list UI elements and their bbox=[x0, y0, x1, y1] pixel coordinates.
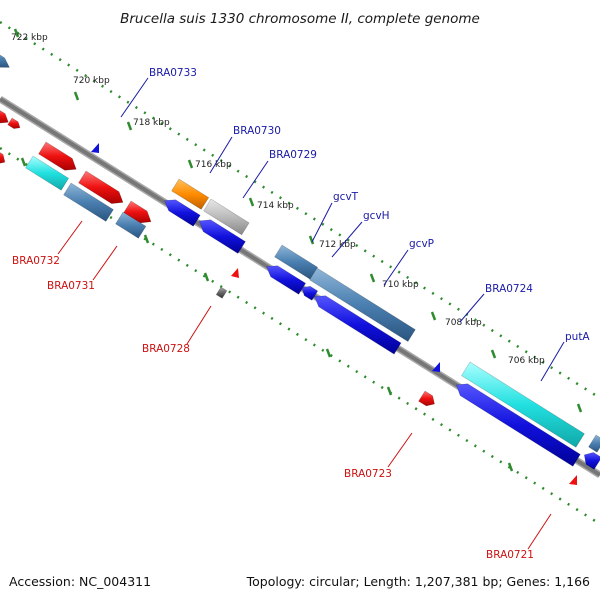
plus-strand-labels bbox=[120, 77, 565, 382]
gene-bar[interactable] bbox=[588, 434, 600, 453]
gene-features bbox=[0, 50, 600, 485]
gene-bar[interactable] bbox=[38, 141, 77, 171]
gene-bar[interactable] bbox=[123, 200, 152, 224]
gene-label-BRA0723[interactable]: BRA0723 bbox=[344, 468, 392, 480]
kbp-label: 708 kbp bbox=[445, 318, 482, 328]
gene-bar[interactable] bbox=[198, 219, 246, 254]
gene-bar[interactable] bbox=[115, 211, 147, 239]
accession-text: Accession: NC_004311 bbox=[9, 574, 151, 589]
gene-bar[interactable] bbox=[7, 117, 21, 129]
gene-bar[interactable] bbox=[25, 155, 70, 191]
strand-marker bbox=[91, 143, 99, 153]
gene-bar[interactable] bbox=[215, 286, 228, 299]
gene-bar[interactable] bbox=[164, 199, 201, 227]
gene-bar[interactable] bbox=[455, 383, 581, 467]
major-ticks-inner bbox=[20, 157, 514, 472]
strand-marker bbox=[569, 475, 577, 485]
gene-label-gcvP[interactable]: gcvP bbox=[409, 238, 434, 250]
gene-label-gcvH[interactable]: gcvH bbox=[363, 210, 390, 222]
gene-label-gcvT[interactable]: gcvT bbox=[333, 191, 359, 203]
gene-bar[interactable] bbox=[309, 267, 416, 342]
gene-bar[interactable] bbox=[266, 265, 307, 295]
gene-bar[interactable] bbox=[314, 295, 402, 355]
gene-bar[interactable] bbox=[0, 150, 6, 164]
gene-bar[interactable] bbox=[0, 50, 10, 68]
kbp-label: 706 kbp bbox=[508, 356, 545, 366]
tick-track-outer bbox=[0, 20, 600, 400]
tick-track-inner bbox=[0, 146, 600, 526]
gene-label-BRA0733[interactable]: BRA0733 bbox=[149, 67, 197, 79]
kbp-label: 718 kbp bbox=[133, 118, 170, 128]
gene-bar[interactable] bbox=[301, 285, 319, 301]
major-ticks bbox=[13, 28, 583, 413]
gene-label-BRA0730[interactable]: BRA0730 bbox=[233, 125, 281, 137]
gene-label-putA[interactable]: putA bbox=[565, 331, 590, 343]
gene-bar[interactable] bbox=[461, 361, 585, 448]
gene-bar[interactable] bbox=[418, 390, 435, 407]
gene-bar[interactable] bbox=[78, 170, 124, 204]
kbp-label: 714 kbp bbox=[257, 201, 294, 211]
minus-strand-labels bbox=[57, 220, 552, 550]
kbp-label: 720 kbp bbox=[73, 76, 110, 86]
kbp-label: 712 kbp bbox=[319, 240, 356, 250]
gene-bar[interactable] bbox=[203, 198, 250, 236]
kbp-label: 710 kbp bbox=[382, 280, 419, 290]
gene-label-BRA0732[interactable]: BRA0732 bbox=[12, 255, 60, 267]
kbp-label: 716 kbp bbox=[195, 160, 232, 170]
gene-label-BRA0721[interactable]: BRA0721 bbox=[486, 549, 534, 561]
gene-bar[interactable] bbox=[0, 108, 9, 124]
strand-marker bbox=[432, 362, 440, 372]
kbp-label: 722 kbp bbox=[11, 33, 48, 43]
strand-marker bbox=[231, 268, 239, 278]
gene-label-BRA0729[interactable]: BRA0729 bbox=[269, 149, 317, 161]
gene-bar[interactable] bbox=[171, 178, 210, 210]
gene-label-BRA0728[interactable]: BRA0728 bbox=[142, 343, 190, 355]
gene-bar[interactable] bbox=[63, 182, 114, 222]
gene-label-BRA0724[interactable]: BRA0724 bbox=[485, 283, 533, 295]
map-title: Brucella suis 1330 chromosome II, comple… bbox=[120, 11, 480, 27]
topology-summary: Topology: circular; Length: 1,207,381 bp… bbox=[246, 574, 590, 589]
gene-bar[interactable] bbox=[583, 452, 600, 470]
gene-label-BRA0731[interactable]: BRA0731 bbox=[47, 280, 95, 292]
